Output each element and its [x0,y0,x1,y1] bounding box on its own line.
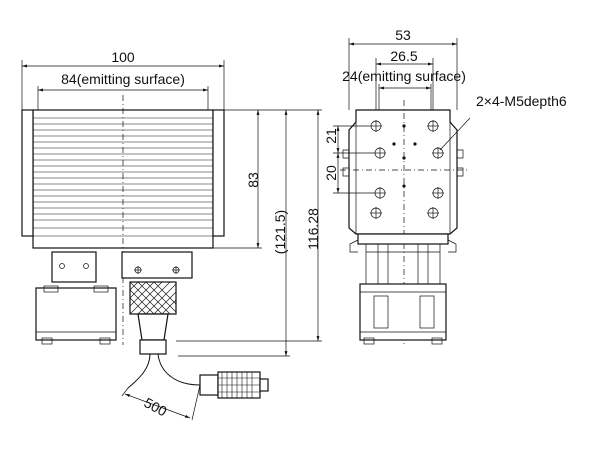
cable [127,353,151,389]
hole-spec-label: 2×4-M5depth6 [476,93,567,109]
mount-foot [431,337,443,345]
bracket-ear [349,239,359,253]
mount-tab [93,285,109,293]
mount-foot [99,337,111,345]
front-view: 100 84(emitting surface) [21,49,322,421]
mount-bracket [51,251,97,283]
dim-line-cable [124,393,191,419]
cable-end-pin [259,378,269,392]
bracket-ear [447,239,457,253]
mount-tab [43,285,59,293]
notch [342,149,349,159]
clamp-left [373,295,389,329]
mount-foot [41,337,53,345]
lower-plate [357,233,449,245]
notch [457,149,464,159]
side-view: 53 26.5 24(emitting surface) [323,27,567,345]
dim-height-body: 83 [245,172,261,188]
connector-plate [121,251,193,279]
knurl-pattern [129,281,177,315]
mounting-holes [370,120,444,219]
ext-line [191,384,201,421]
dim-pitch-bottom: 20 [323,165,339,181]
dim-height-total: 116.28 [305,208,321,250]
end-cap-right [212,109,225,237]
cable-end-nut [199,374,219,396]
dim-width-emitting: 24(emitting surface) [342,68,466,84]
end-cap-left [21,109,34,237]
dim-pitch-top: 21 [323,128,339,144]
notch [342,167,349,177]
cable-gland [137,313,169,341]
leader-line [439,117,471,151]
dim-width-total: 100 [111,49,135,65]
mount-foot [363,337,375,345]
notch [457,167,464,177]
dim-cable-length: 500 [141,394,169,419]
dim-width-total: 53 [395,27,411,43]
connector-housing [365,243,441,285]
ext-line [121,387,129,397]
dim-width-emitting: 84(emitting surface) [61,71,185,87]
knurl-pattern [218,372,260,398]
cable-connector [129,281,177,315]
screw-icon [83,263,89,269]
cable [157,353,201,386]
screw-icon [59,263,65,269]
side-body [348,109,458,235]
mount-base [35,287,117,341]
dim-height-ref: (121.5) [272,210,288,254]
dim-hole-pitch: 26.5 [390,48,417,64]
clamp-right [419,295,435,329]
cable-sleeve [139,339,167,355]
side-mount-base [359,283,447,341]
